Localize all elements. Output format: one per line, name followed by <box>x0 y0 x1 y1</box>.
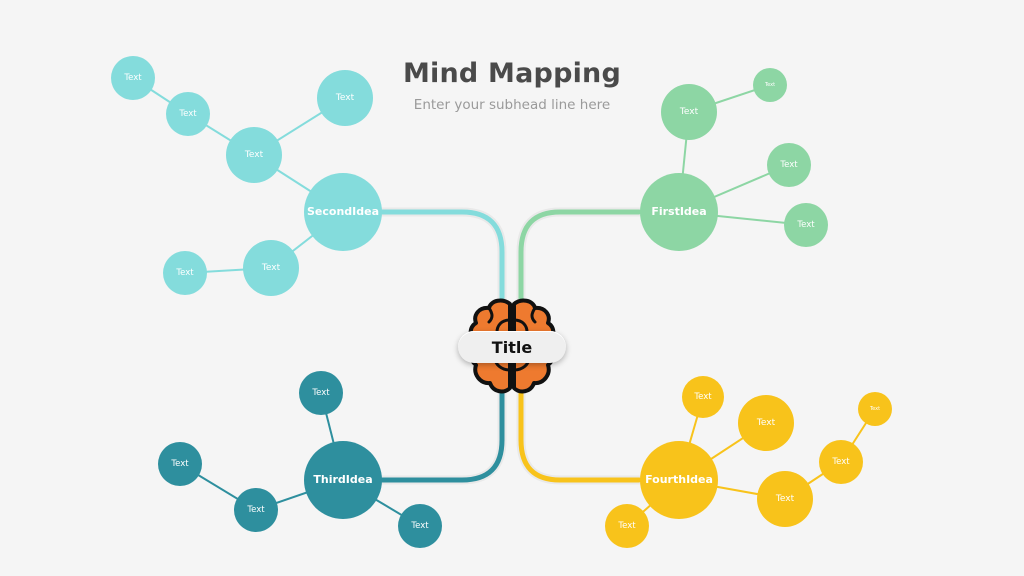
fourth-text-node-2-label: Text <box>756 417 776 428</box>
third-text-node-2-label: Text <box>171 458 189 469</box>
third-idea-node-label-line1: Third <box>313 473 346 487</box>
first-trunk-connector <box>518 209 642 303</box>
second-text-node-5[interactable]: Text <box>243 240 299 296</box>
center-title-label[interactable]: Title <box>458 331 566 363</box>
second-text-node-2[interactable]: Text <box>166 92 210 136</box>
page-title: Mind Mapping <box>402 58 622 89</box>
first-text-node-1[interactable]: Text <box>661 84 717 140</box>
second-idea-node-label-line2: Idea <box>352 205 380 219</box>
second-text-node-6-label: Text <box>176 267 194 278</box>
second-text-node-1-label: Text <box>124 72 142 83</box>
fourth-text-node-3[interactable]: Text <box>605 504 649 548</box>
third-text-node-4[interactable]: Text <box>398 504 442 548</box>
fourth-idea-node-label-line1: Fourth <box>645 473 687 487</box>
second-trunk-connector <box>379 209 505 303</box>
second-idea-node-label-line1: Second <box>306 205 353 219</box>
second-text-node-3-label: Text <box>244 149 264 160</box>
second-text-node-4-label: Text <box>335 92 355 103</box>
first-text-node-3[interactable]: Text <box>767 143 811 187</box>
first-text-node-1-label: Text <box>679 106 699 117</box>
fourth-trunk-connector <box>518 389 642 483</box>
fourth-text-node-5-label: Text <box>832 456 850 467</box>
fourth-text-node-1-label: Text <box>694 391 712 402</box>
third-text-node-3[interactable]: Text <box>234 488 278 532</box>
second-text-node-1[interactable]: Text <box>111 56 155 100</box>
second-text-node-6[interactable]: Text <box>163 251 207 295</box>
fourth-text-node-2[interactable]: Text <box>738 395 794 451</box>
third-trunk-connector <box>379 389 505 483</box>
first-text-node-2-label: Text <box>764 82 776 88</box>
third-idea-node-label-line2: Idea <box>345 473 373 487</box>
second-text-node-4[interactable]: Text <box>317 70 373 126</box>
fourth-text-node-4-label: Text <box>775 493 795 504</box>
first-text-node-3-label: Text <box>780 159 798 170</box>
second-text-node-3[interactable]: Text <box>226 127 282 183</box>
first-text-node-4-label: Text <box>797 219 815 230</box>
third-trunk-outline <box>377 387 507 485</box>
third-text-node-3-label: Text <box>247 504 265 515</box>
third-text-node-4-label: Text <box>411 520 429 531</box>
fourth-text-node-6-label: Text <box>869 406 881 412</box>
fourth-trunk-outline <box>516 387 644 485</box>
fourth-text-node-4[interactable]: Text <box>757 471 813 527</box>
third-text-node-1-label: Text <box>312 387 330 398</box>
second-trunk-outline <box>377 207 507 305</box>
fourth-text-node-1[interactable]: Text <box>682 376 724 418</box>
third-text-node-2[interactable]: Text <box>158 442 202 486</box>
first-idea-node-label-line1: First <box>651 205 680 219</box>
first-trunk-outline <box>516 207 644 305</box>
second-text-node-2-label: Text <box>179 108 197 119</box>
first-text-node-4[interactable]: Text <box>784 203 828 247</box>
fourth-text-node-6[interactable]: Text <box>858 392 892 426</box>
page-subtitle: Enter your subhead line here <box>413 97 611 113</box>
fourth-idea-node-label-line2: Idea <box>686 473 713 487</box>
first-text-node-2[interactable]: Text <box>753 68 787 102</box>
third-text-node-1[interactable]: Text <box>299 371 343 415</box>
fourth-text-node-3-label: Text <box>618 520 636 531</box>
second-text-node-5-label: Text <box>261 262 281 273</box>
first-idea-node-label-line2: Idea <box>679 205 707 219</box>
fourth-text-node-5[interactable]: Text <box>819 440 863 484</box>
